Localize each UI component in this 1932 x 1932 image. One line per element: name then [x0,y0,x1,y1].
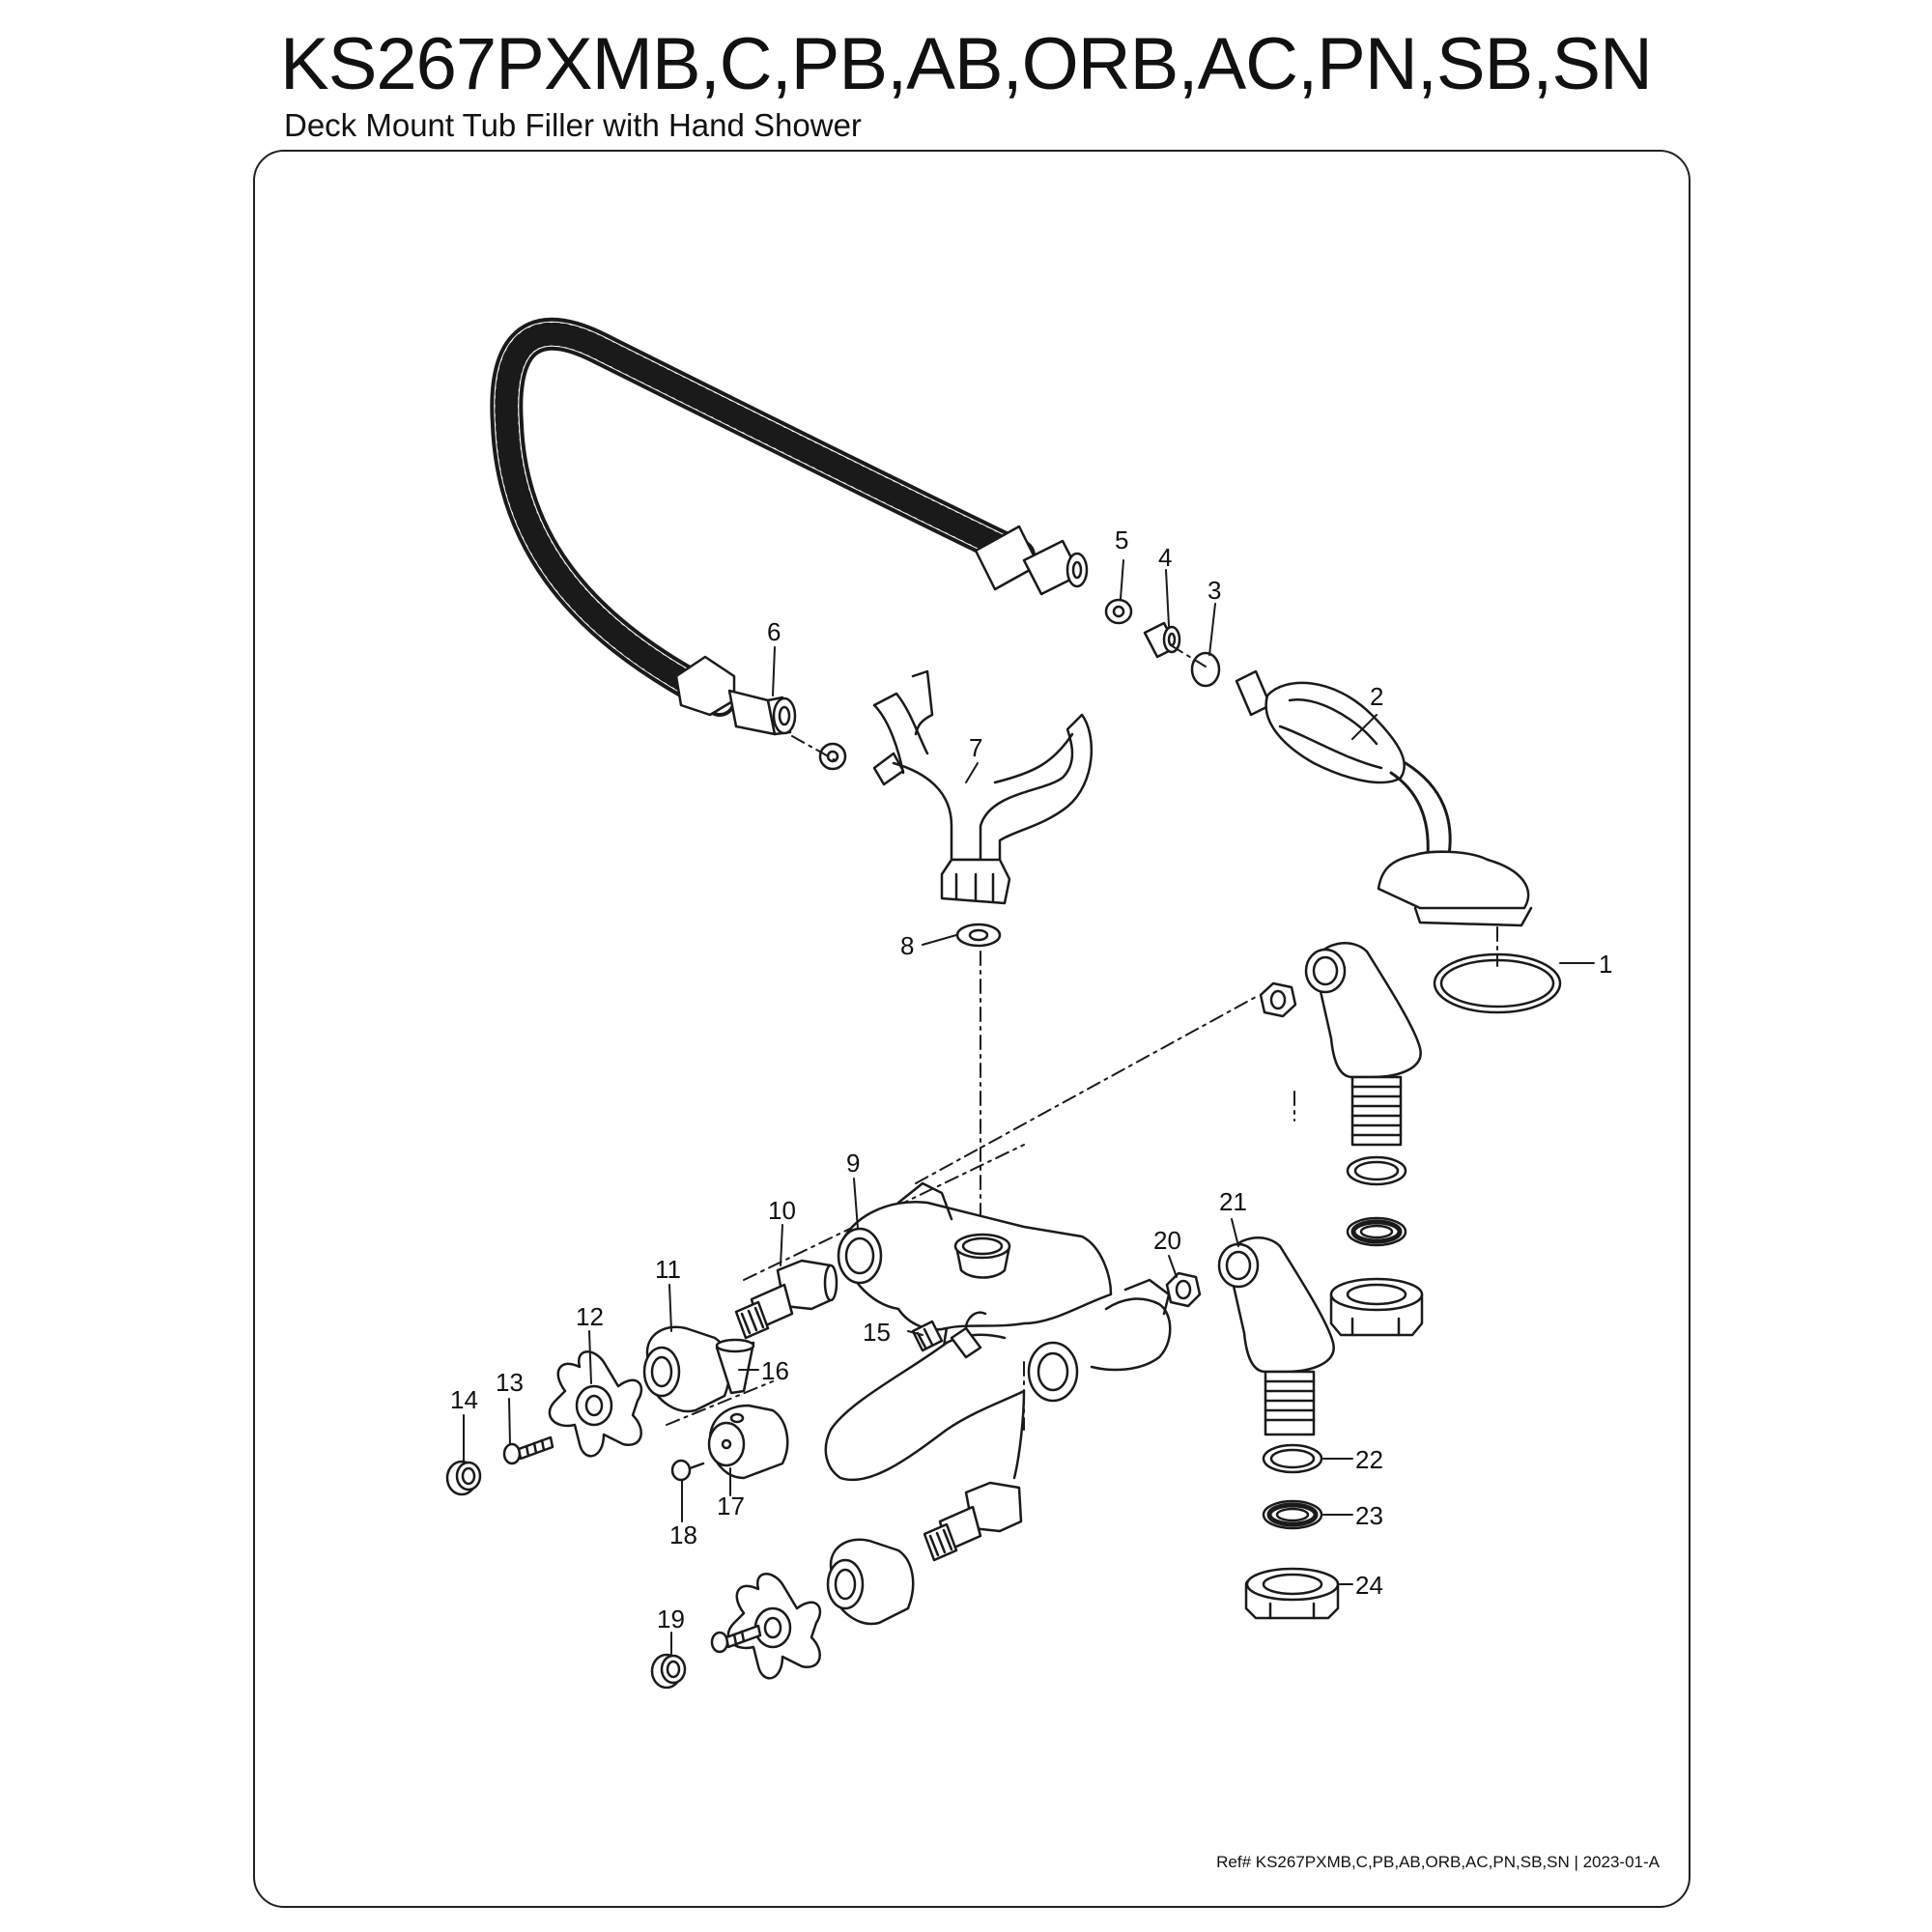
callout-13: 13 [496,1368,524,1397]
callout-4: 4 [1158,543,1172,572]
hex-nut-right [1259,981,1297,1018]
handle-escutcheon-lower [826,1538,915,1626]
shower-cradle-7 [872,669,1093,905]
callout-18: 18 [669,1520,697,1549]
index-button-14 [445,1460,482,1496]
callout-20: 20 [1153,1226,1181,1255]
callout-23: 23 [1355,1501,1383,1530]
valve-cartridge-10 [734,1259,838,1340]
flow-restrictor-4 [1143,621,1181,659]
cradle-washer-8 [955,923,1002,948]
callout-2: 2 [1370,682,1383,711]
model-title: KS267PXMB,C,PB,AB,ORB,AC,PN,SB,SN [280,23,1653,105]
callout-16: 16 [761,1356,789,1385]
rubber-washer-23 [1262,1499,1323,1530]
cross-handle-lower [726,1573,822,1680]
callout-8: 8 [900,931,914,960]
diverter-knob-16 [715,1338,755,1395]
callout-5: 5 [1115,526,1128,554]
callout-labels: 1 2 3 4 5 6 7 8 9 10 11 12 13 14 15 16 1… [450,526,1612,1634]
callout-21: 21 [1219,1187,1247,1216]
callout-3: 3 [1208,576,1221,605]
handle-screw-13 [502,1435,554,1465]
callout-19: 19 [657,1605,685,1634]
callout-7: 7 [969,733,982,762]
callout-15: 15 [863,1318,891,1347]
rubber-washer-right [1346,1216,1407,1247]
hex-nut-20 [1165,1271,1202,1308]
callout-12: 12 [576,1302,604,1331]
hose-washer-5 [1104,598,1133,625]
handle-escutcheon-11 [642,1325,731,1413]
callout-leader-lines [463,559,1595,1655]
mounting-nut-right [1329,1277,1424,1337]
callout-11: 11 [655,1255,681,1284]
hose-base-washer [818,742,847,771]
deck-shank-right [1304,942,1422,1147]
cross-handle-12 [548,1350,643,1458]
callout-10: 10 [768,1196,796,1225]
product-description: Deck Mount Tub Filler with Hand Shower [284,107,862,143]
diverter-handle-17 [707,1404,789,1480]
index-button-19 [650,1653,687,1690]
o-ring-3 [1190,651,1221,688]
handle-screw-lower [710,1624,762,1654]
diagram-frame [253,150,1690,1908]
washer-22 [1262,1443,1323,1474]
tub-filler-body-9 [824,1181,1172,1482]
callout-14: 14 [450,1385,478,1414]
callout-17: 17 [717,1492,745,1520]
callout-22: 22 [1355,1445,1383,1474]
callout-9: 9 [846,1149,860,1178]
hose-shower-end-fitting [974,525,1089,596]
hose-base-fitting-6 [674,655,797,736]
washer-right [1346,1155,1407,1186]
hand-shower-2 [1235,669,1533,927]
reference-footer: Ref# KS267PXMB,C,PB,AB,ORB,AC,PN,SB,SN |… [1216,1853,1660,1871]
deck-shank-21 [1217,1236,1335,1436]
mounting-nut-24 [1244,1567,1340,1620]
callout-24: 24 [1355,1571,1383,1600]
callout-6: 6 [767,617,781,646]
set-screw-18 [670,1459,705,1482]
flexible-hose [490,317,1036,717]
valve-cartridge-lower [923,1481,1023,1562]
diverter-stem-15 [911,1320,944,1352]
callout-1: 1 [1599,950,1612,979]
